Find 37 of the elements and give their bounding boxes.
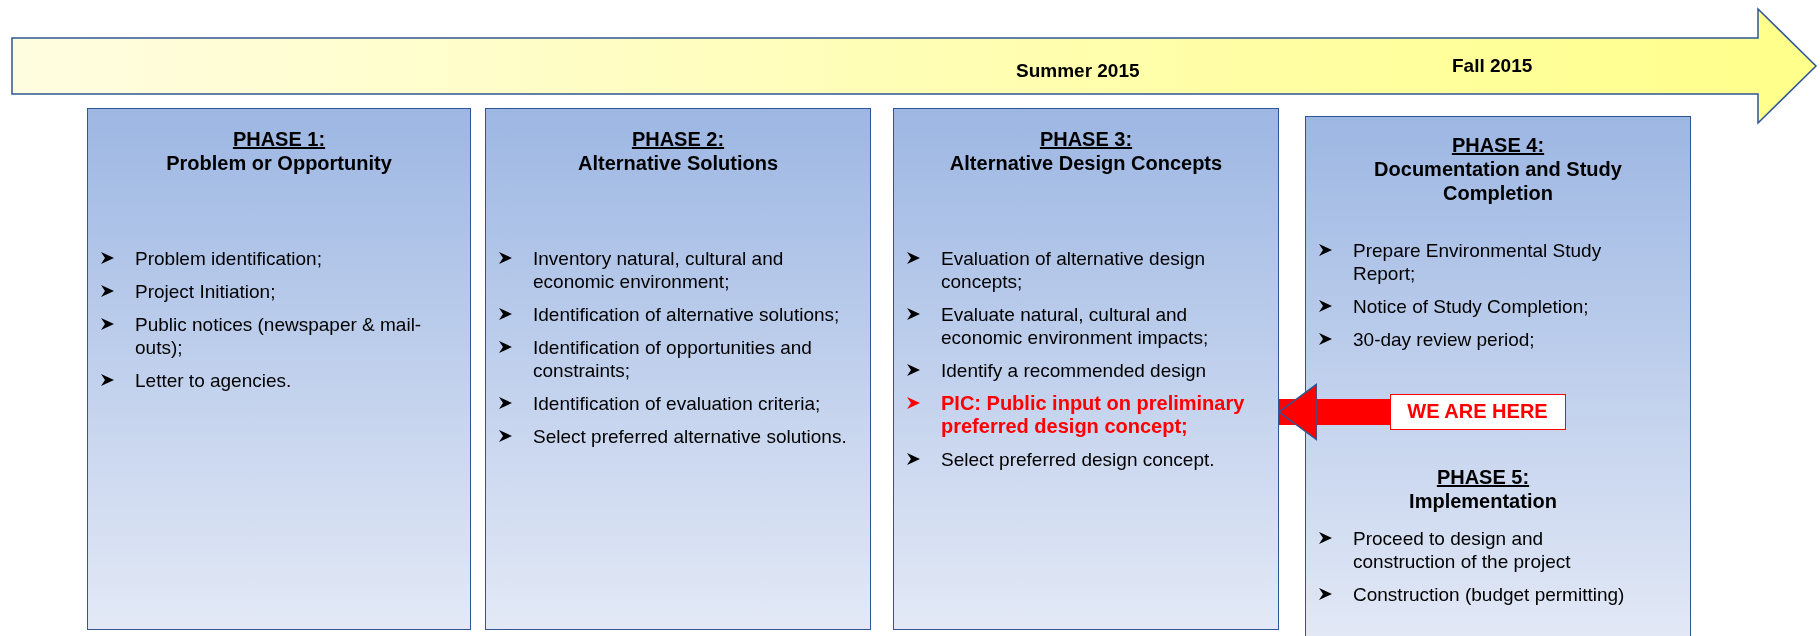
phase-number: PHASE 3: (1039, 127, 1133, 151)
phase-title: Alternative Solutions (578, 151, 778, 175)
timeline-arrow (11, 7, 1818, 125)
bullet-item: Prepare Environmental Study Report; (1353, 239, 1603, 285)
bullet-item: Identification of evaluation criteria; (533, 392, 821, 415)
phase-title: Documentation and Study Completion (1373, 157, 1623, 205)
bullet-item: Proceed to design and construction of the project (1353, 527, 1572, 573)
phase-box (485, 108, 871, 630)
bullet-item: Problem identification; (135, 247, 322, 270)
bullet-item: Letter to agencies. (135, 369, 292, 392)
bullet-item: Public notices (newspaper & mail-outs); (135, 313, 423, 359)
bullet-item: Select preferred alternative solutions. (533, 425, 847, 448)
phase-number: PHASE 4: (1451, 133, 1545, 157)
phase-box (893, 108, 1279, 630)
phase-title: Implementation (1409, 489, 1557, 513)
bullet-item: PIC: Public input on preliminary preferred design concept; (941, 392, 1246, 438)
phase-box (87, 108, 471, 630)
bullet-item: Inventory natural, cultural and economic environment; (533, 247, 785, 293)
bullet-item: Notice of Study Completion; (1353, 295, 1589, 318)
bullet-item: Evaluate natural, cultural and economic environment impacts; (941, 303, 1210, 349)
timeline-label: Fall 2015 (1452, 55, 1533, 77)
bullet-item: Identification of alternative solutions; (533, 303, 840, 326)
phase-number: PHASE 2: (631, 127, 725, 151)
bullet-item: 30-day review period; (1353, 328, 1535, 351)
phase-title: Problem or Opportunity (166, 151, 392, 175)
bullet-item: Construction (budget permitting) (1353, 583, 1625, 606)
phase-title: Alternative Design Concepts (949, 151, 1223, 175)
phase-number: PHASE 5: (1436, 465, 1530, 489)
bullet-item: Select preferred design concept. (941, 448, 1215, 471)
bullet-item: Identify a recommended design (941, 359, 1207, 382)
bullet-item: Evaluation of alternative design concepts; (941, 247, 1207, 293)
bullet-item: Identification of opportunities and constraints; (533, 336, 813, 382)
timeline-label: Summer 2015 (1016, 60, 1140, 82)
phase-box (1305, 116, 1691, 636)
status-tag: WE ARE HERE (1389, 393, 1566, 430)
bullet-item: Project Initiation; (135, 280, 276, 303)
phase-number: PHASE 1: (232, 127, 326, 151)
